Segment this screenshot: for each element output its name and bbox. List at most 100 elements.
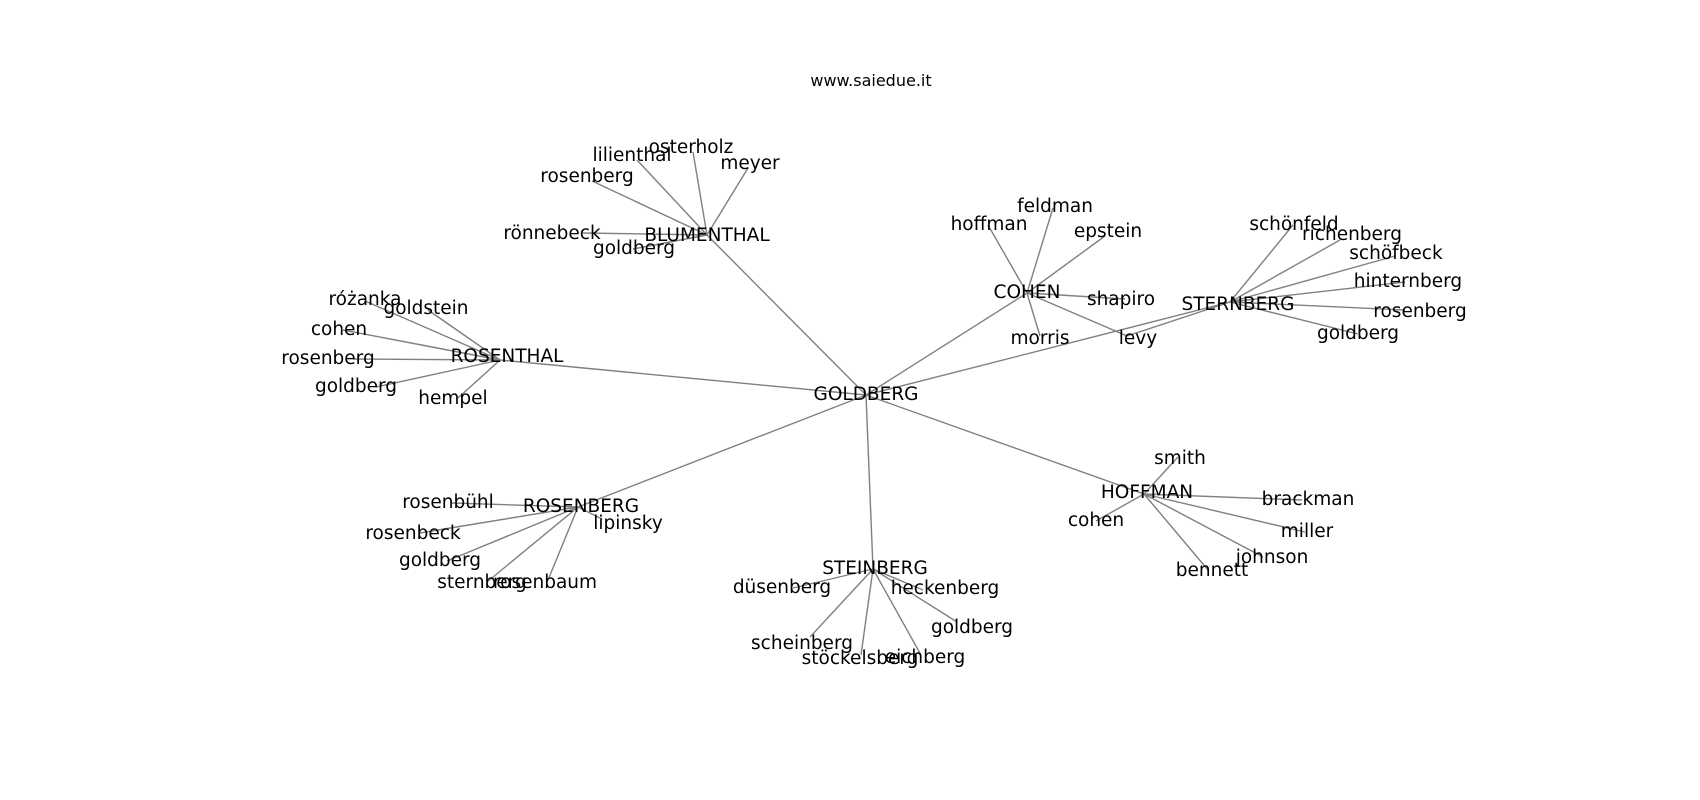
leaf-node-label: levy (1119, 328, 1157, 349)
edge-rosenberg-to-leaf (451, 502, 579, 508)
edge-rosenthal-to-leaf (352, 358, 501, 361)
leaf-node-label: rosenberg (540, 166, 633, 187)
leaf-node-label: rosenberg (1373, 301, 1466, 322)
leaf-node-label: schöfbeck (1349, 243, 1443, 264)
edge-rosenberg-to-leaf (486, 506, 579, 583)
leaf-node-label: goldberg (931, 617, 1013, 638)
hub-node-label: ROSENTHAL (451, 346, 565, 367)
edge-hoffman-to-leaf (1143, 493, 1209, 571)
leaf-node-label: feldman (1017, 196, 1093, 217)
leaf-node-label: meyer (720, 153, 780, 174)
leaf-node-label: różanka (328, 289, 401, 310)
edge-hoffman-to-leaf (1095, 493, 1145, 522)
leaf-node-label: schönfeld (1249, 214, 1338, 235)
edge-sternberg-to-leaf (1229, 301, 1359, 335)
root-node-label: GOLDBERG (813, 384, 918, 405)
edge-blumenthal-to-leaf (632, 234, 708, 250)
edge-layer (342, 151, 1406, 656)
edge-cohen-to-leaf (1026, 292, 1126, 300)
edge-blumenthal-to-leaf (706, 167, 749, 236)
edge-steinberg-to-leaf (860, 568, 874, 656)
leaf-node-label: rosenbühl (402, 492, 494, 513)
edge-cohen-to-leaf (1026, 292, 1128, 337)
edge-hoffman-to-leaf (1143, 493, 1264, 558)
hub-node-label: COHEN (994, 282, 1061, 303)
leaf-node-label: smith (1154, 448, 1206, 469)
edge-root-to-hoffman (865, 394, 1145, 495)
leaf-node-label: rosenbaum (493, 572, 597, 593)
label-layer: GOLDBERGBLUMENTHALlilienthalosterholzmey… (281, 137, 1466, 669)
leaf-node-label: stöckelsberg (802, 648, 919, 669)
edge-blumenthal-to-leaf (636, 159, 708, 236)
edge-rosenberg-to-leaf (419, 506, 579, 534)
edge-root-to-sternberg (865, 301, 1231, 396)
leaf-node-label: brackman (1262, 489, 1355, 510)
edge-steinberg-to-leaf (872, 568, 924, 591)
edge-root-to-cohen (865, 292, 1028, 396)
edge-blumenthal-to-leaf (591, 180, 708, 236)
leaf-node-label: epstein (1074, 221, 1142, 242)
leaf-node-label: goldberg (315, 376, 397, 397)
edge-steinberg-to-leaf (872, 568, 958, 623)
edge-hoffman-to-leaf (1143, 493, 1303, 501)
source-caption: www.saiedue.it (810, 71, 932, 90)
leaf-node-label: lipinsky (593, 513, 663, 534)
edge-sternberg-to-leaf (1229, 224, 1294, 303)
leaf-node-label: hinternberg (1354, 271, 1462, 292)
leaf-node-label: goldstein (383, 298, 468, 319)
hub-node-label: HOFFMAN (1101, 482, 1193, 503)
edge-steinberg-to-leaf (809, 568, 874, 638)
edge-rosenthal-to-leaf (457, 359, 501, 399)
leaf-node-label: cohen (1068, 510, 1124, 531)
leaf-node-label: düsenberg (733, 577, 831, 598)
edge-hoffman-to-leaf (1143, 493, 1306, 533)
leaf-node-label: goldberg (399, 550, 481, 571)
leaf-node-label: shapiro (1087, 289, 1155, 310)
edge-sternberg-to-leaf (1229, 281, 1406, 303)
edge-steinberg-to-leaf (872, 568, 922, 656)
edge-sternberg-to-leaf (1229, 239, 1341, 303)
hub-node-label: STEINBERG (822, 558, 928, 579)
edge-sternberg-to-leaf (1229, 301, 1406, 311)
leaf-node-label: cohen (311, 319, 367, 340)
edge-rosenberg-to-leaf (446, 506, 579, 562)
leaf-node-label: eichberg (885, 647, 966, 668)
leaf-node-label: rönnebeck (503, 223, 601, 244)
leaf-node-label: miller (1281, 521, 1334, 542)
hub-node-label: BLUMENTHAL (644, 225, 770, 246)
edge-blumenthal-to-leaf (692, 151, 708, 236)
edge-sternberg-to-leaf (1229, 255, 1396, 303)
leaf-node-label: rosenberg (281, 348, 374, 369)
leaf-node-label: lilienthal (592, 145, 671, 166)
edge-rosenthal-to-leaf (427, 309, 501, 361)
edge-cohen-to-leaf (1026, 235, 1106, 294)
leaf-node-label: hoffman (951, 214, 1028, 235)
leaf-node-label: goldberg (593, 238, 675, 259)
edge-root-to-blumenthal (706, 234, 867, 396)
edge-hoffman-to-leaf (1143, 456, 1179, 495)
hub-node-label: STERNBERG (1182, 294, 1295, 315)
leaf-node-label: johnson (1235, 547, 1309, 568)
edge-steinberg-to-leaf (792, 568, 874, 589)
edge-root-to-rosenberg (577, 394, 867, 508)
edge-blumenthal-to-leaf (582, 232, 708, 236)
edge-rosenberg-to-leaf (547, 506, 579, 581)
edge-root-to-steinberg (865, 394, 874, 570)
leaf-node-label: bennett (1176, 560, 1248, 581)
leaf-node-label: sternberg (437, 572, 526, 593)
hub-node-label: ROSENBERG (523, 496, 639, 517)
edge-rosenthal-to-leaf (364, 300, 501, 361)
leaf-node-label: heckenberg (891, 578, 1000, 599)
edge-rosenthal-to-leaf (375, 359, 501, 388)
leaf-node-label: scheinberg (751, 633, 853, 654)
leaf-node-label: richenberg (1302, 224, 1402, 245)
edge-rosenberg-to-leaf (577, 506, 603, 520)
edge-cohen-to-leaf (987, 224, 1028, 294)
edge-cohen-to-leaf (1026, 207, 1054, 294)
leaf-node-label: goldberg (1317, 323, 1399, 344)
edge-sternberg-to-leaf (1126, 301, 1231, 337)
leaf-node-label: rosenbeck (365, 523, 461, 544)
edge-cohen-to-leaf (1026, 292, 1041, 337)
edge-rosenthal-to-leaf (342, 329, 501, 361)
